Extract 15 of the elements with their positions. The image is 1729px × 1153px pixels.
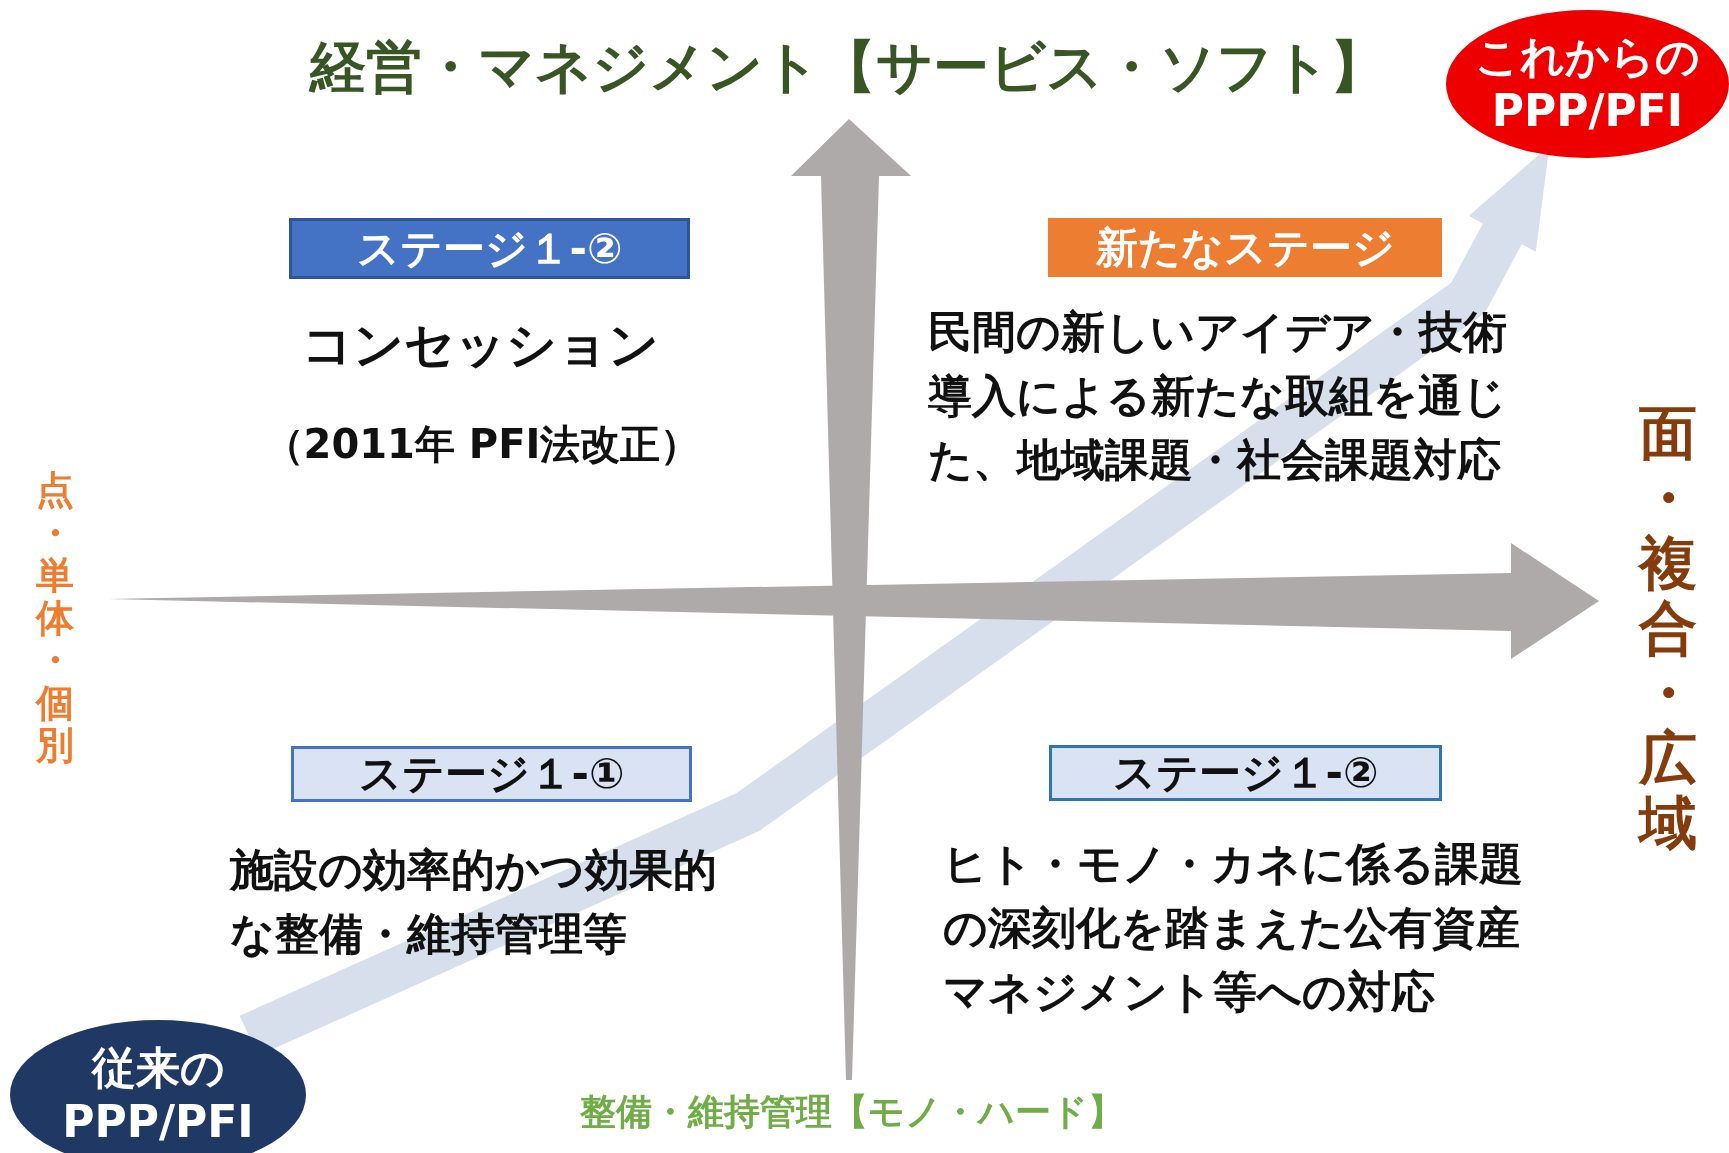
description-text: （2011年 PFI法改正） [263,420,701,469]
oval-badge: これからの PPP/PFI [1446,10,1729,158]
oval-badge: 従来の PPP/PFI [10,1020,306,1153]
axis-label: 整備・維持管理【モノ・ハード】 [580,1089,1124,1134]
description-text: ヒト・モノ・カネに係る課題の深刻化を踏まえた公有資産マネジメント等への対応 [943,837,1524,1019]
axis-label: 面・複合・広域 [1639,400,1697,856]
axis-title: 経営・マネジメント【サービス・ソフト】 [310,33,1386,101]
stage-label: 新たなステージ [1048,218,1442,277]
description-text: コンセッション [301,315,659,376]
axis-label: 点・単体・個別 [36,469,74,767]
description-text: 民間の新しいアイデア・技術導入による新たな取組を通じた、地域課題・社会課題対応 [928,305,1508,487]
description-text: 施設の効率的かつ効果的な整備・維持管理等 [230,843,718,961]
stage-label: ステージ１-① [291,746,692,802]
stage-label: ステージ１-② [289,218,690,279]
stage-label: ステージ１-② [1049,745,1442,801]
